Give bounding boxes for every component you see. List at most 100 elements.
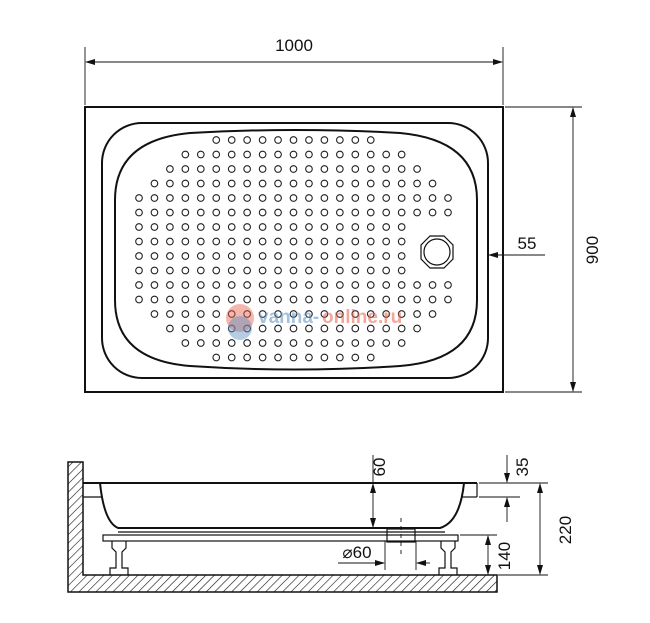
dimple [227, 353, 236, 362]
dimple [413, 310, 421, 318]
dimple [181, 339, 190, 347]
total-height-label: 220 [556, 516, 575, 544]
dimple [243, 295, 251, 304]
dimple [212, 208, 221, 217]
dimple [166, 223, 174, 231]
dimple [258, 266, 267, 275]
dimple [227, 339, 236, 347]
dimple [227, 295, 236, 304]
dimple [351, 324, 360, 333]
top-view: 1000 900 55 [84, 36, 602, 393]
dimple [227, 194, 236, 202]
dimple [305, 237, 313, 246]
dimple [212, 266, 221, 275]
dimple [382, 208, 391, 217]
dimple [413, 208, 421, 217]
dimple [258, 179, 267, 188]
dimple [320, 310, 329, 318]
dimple [382, 179, 391, 188]
dimple [351, 339, 360, 347]
dimple [258, 237, 267, 246]
dimple [366, 194, 375, 202]
dimple [382, 252, 391, 260]
dimple [320, 165, 329, 173]
dimple [397, 252, 406, 260]
dimple [212, 353, 221, 362]
dimple [181, 223, 190, 231]
dimple [212, 281, 221, 289]
dimple [289, 339, 298, 347]
dimple [196, 324, 205, 333]
dimple [258, 252, 267, 260]
dimple [196, 223, 205, 231]
dimple [336, 339, 344, 347]
dimple [243, 179, 251, 188]
dimple [135, 237, 143, 246]
dimple [366, 252, 375, 260]
dimple [413, 179, 421, 188]
dimple [243, 208, 251, 217]
support-leg [109, 541, 129, 575]
dimple [305, 223, 313, 231]
dimple [444, 295, 452, 304]
dimple [320, 324, 329, 333]
dimple [336, 208, 344, 217]
dimple [181, 165, 190, 173]
dimple [428, 179, 437, 188]
dimple [196, 266, 205, 275]
width-label: 1000 [275, 36, 313, 55]
dimple [382, 165, 391, 173]
dimple [212, 252, 221, 260]
dimple [305, 252, 313, 260]
dimple [150, 194, 159, 202]
dimple [135, 194, 143, 202]
dimple [166, 310, 174, 318]
dimple [289, 136, 298, 144]
dimple [243, 237, 251, 246]
dimple [320, 252, 329, 260]
dimple [351, 194, 360, 202]
dimple [382, 237, 391, 246]
dimple [413, 194, 421, 202]
dimple [305, 150, 313, 159]
tray-body-profile [99, 482, 465, 529]
dimple [289, 165, 298, 173]
drain-diameter-label: ⌀60 [342, 543, 371, 562]
watermark-logo: vanna- online.ru [226, 304, 402, 340]
dimple [397, 150, 406, 159]
dimple [366, 165, 375, 173]
dimple [444, 208, 452, 217]
dimple [351, 237, 360, 246]
dimple [289, 194, 298, 202]
dimple [150, 237, 159, 246]
dimple [320, 150, 329, 159]
dimple [274, 353, 282, 362]
dimple [274, 310, 282, 318]
dimple [336, 295, 344, 304]
dimple [274, 208, 282, 217]
dimple [227, 237, 236, 246]
dimple [382, 281, 391, 289]
anti-slip-dimples [135, 136, 452, 362]
dimple [258, 339, 267, 347]
dimple [274, 252, 282, 260]
dimple [305, 179, 313, 188]
dimple [336, 179, 344, 188]
dimple [181, 208, 190, 217]
dimple [135, 208, 143, 217]
dimple [320, 208, 329, 217]
dimple [336, 353, 344, 362]
dimple [212, 324, 221, 333]
dimple [212, 223, 221, 231]
dimple [166, 266, 174, 275]
dimple [258, 136, 267, 144]
dimple [366, 136, 375, 144]
dimple [274, 223, 282, 231]
dimple [274, 179, 282, 188]
dimple [382, 194, 391, 202]
dimple [336, 310, 344, 318]
dimple [258, 194, 267, 202]
dimple [227, 179, 236, 188]
dimple [150, 310, 159, 318]
dimple [397, 237, 406, 246]
